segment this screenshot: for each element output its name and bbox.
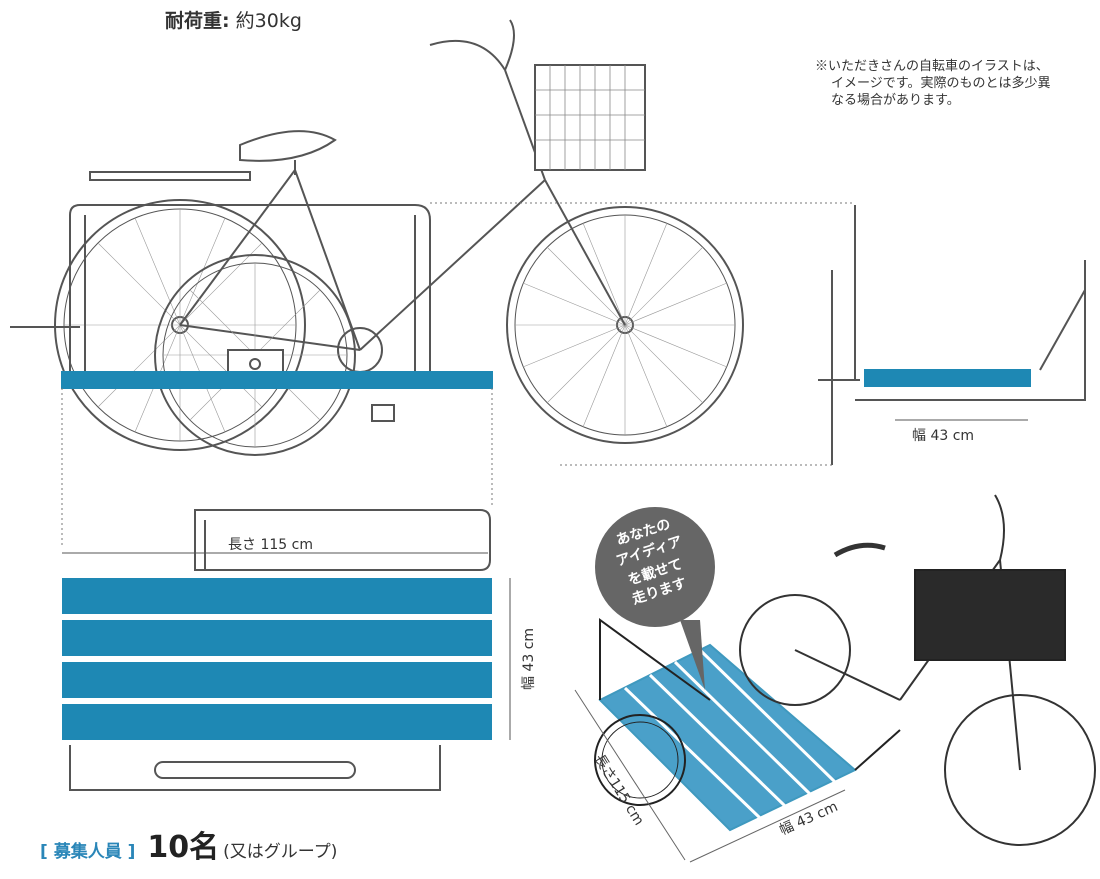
bicycle-side-illustration xyxy=(54,19,744,451)
cart-rear-view xyxy=(818,205,1086,465)
top-width-label: 幅 43 cm xyxy=(521,628,537,690)
deck-boards-top-view xyxy=(62,578,492,740)
note-line-3: なる場合があります。 xyxy=(831,93,960,108)
cart-side-illustration xyxy=(10,204,493,456)
load-capacity-label: 耐荷重: xyxy=(165,10,230,32)
recruitment-count: [ 募集人員 ] 10名 (又はグループ) xyxy=(40,822,337,866)
note-line-2: イメージです。実際のものとは多少異 xyxy=(831,76,1051,91)
disclaimer-note: ※いただきさんの自転車のイラストは、 イメージです。実際のものとは多少異 なる場… xyxy=(815,58,1100,109)
speech-bubble xyxy=(595,507,715,690)
recruit-sub: (又はグループ) xyxy=(223,842,338,862)
load-capacity: 耐荷重: 約30kg xyxy=(165,6,302,33)
perspective-length-label: 長さ115 cm xyxy=(591,752,647,829)
cart-top-view xyxy=(62,509,511,791)
recruit-label: [ 募集人員 ] xyxy=(40,842,136,862)
recruit-number: 10名 xyxy=(147,830,220,865)
note-line-1: ※いただきさんの自転車のイラストは、 xyxy=(815,59,1049,74)
length-label: 長さ 115 cm xyxy=(228,537,313,553)
load-capacity-value: 約30kg xyxy=(235,10,302,32)
perspective-width-label: 幅 43 cm xyxy=(777,799,840,839)
cart-perspective-illustration xyxy=(574,494,1096,863)
rear-width-label: 幅 43 cm xyxy=(912,428,974,444)
